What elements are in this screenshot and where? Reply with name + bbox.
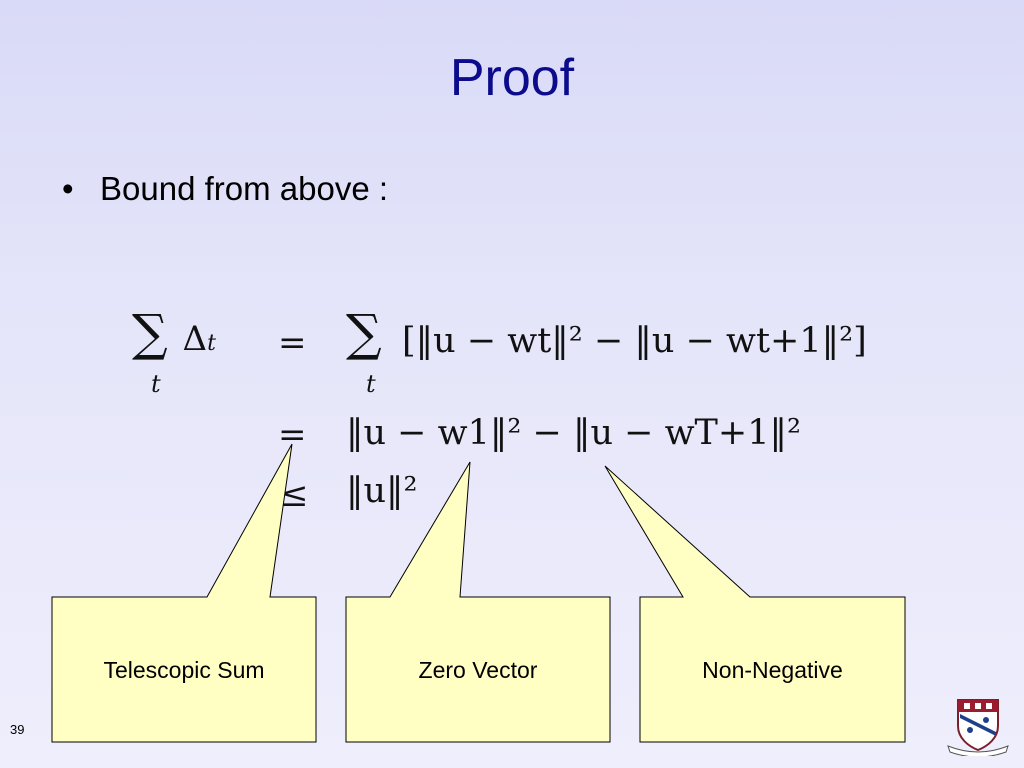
delta-subscript: t	[207, 331, 216, 356]
university-crest-logo	[947, 699, 1009, 756]
equation-row-2-relation: =	[278, 415, 307, 455]
bullet-dot: •	[62, 170, 74, 207]
sum-index-lhs: t	[151, 370, 161, 398]
equation-row-3-rhs: ‖u‖²	[346, 471, 418, 511]
sum-symbol: ∑	[132, 304, 168, 362]
equation-row-2-rhs: ‖u − w1‖² − ‖u − wT+1‖²	[346, 413, 801, 453]
equation-row-1-rhs: [‖u − wt‖² − ‖u − wt+1‖²]	[402, 321, 867, 361]
callout-telescopic-sum-box	[51, 443, 317, 743]
callout-non-negative-box	[604, 465, 906, 743]
equation-row-1-relation: =	[278, 323, 307, 363]
callout-telescopic-sum-label: Telescopic Sum	[103, 657, 265, 683]
bullet-item: • Bound from above :	[62, 172, 388, 205]
callout-non-negative-label: Non-Negative	[702, 657, 843, 683]
slide-number: 39	[10, 722, 25, 737]
callout-zero-vector-label: Zero Vector	[418, 657, 538, 683]
bullet-text: Bound from above :	[100, 170, 389, 207]
sum-symbol-rhs: ∑	[346, 304, 382, 362]
delta-symbol: Δ	[182, 319, 208, 359]
slide-title: Proof	[449, 49, 575, 107]
callout-zero-vector-box	[345, 461, 611, 743]
sum-index-rhs: t	[366, 370, 376, 398]
equation-row-1-lhs: ∑ Δt	[132, 308, 216, 358]
